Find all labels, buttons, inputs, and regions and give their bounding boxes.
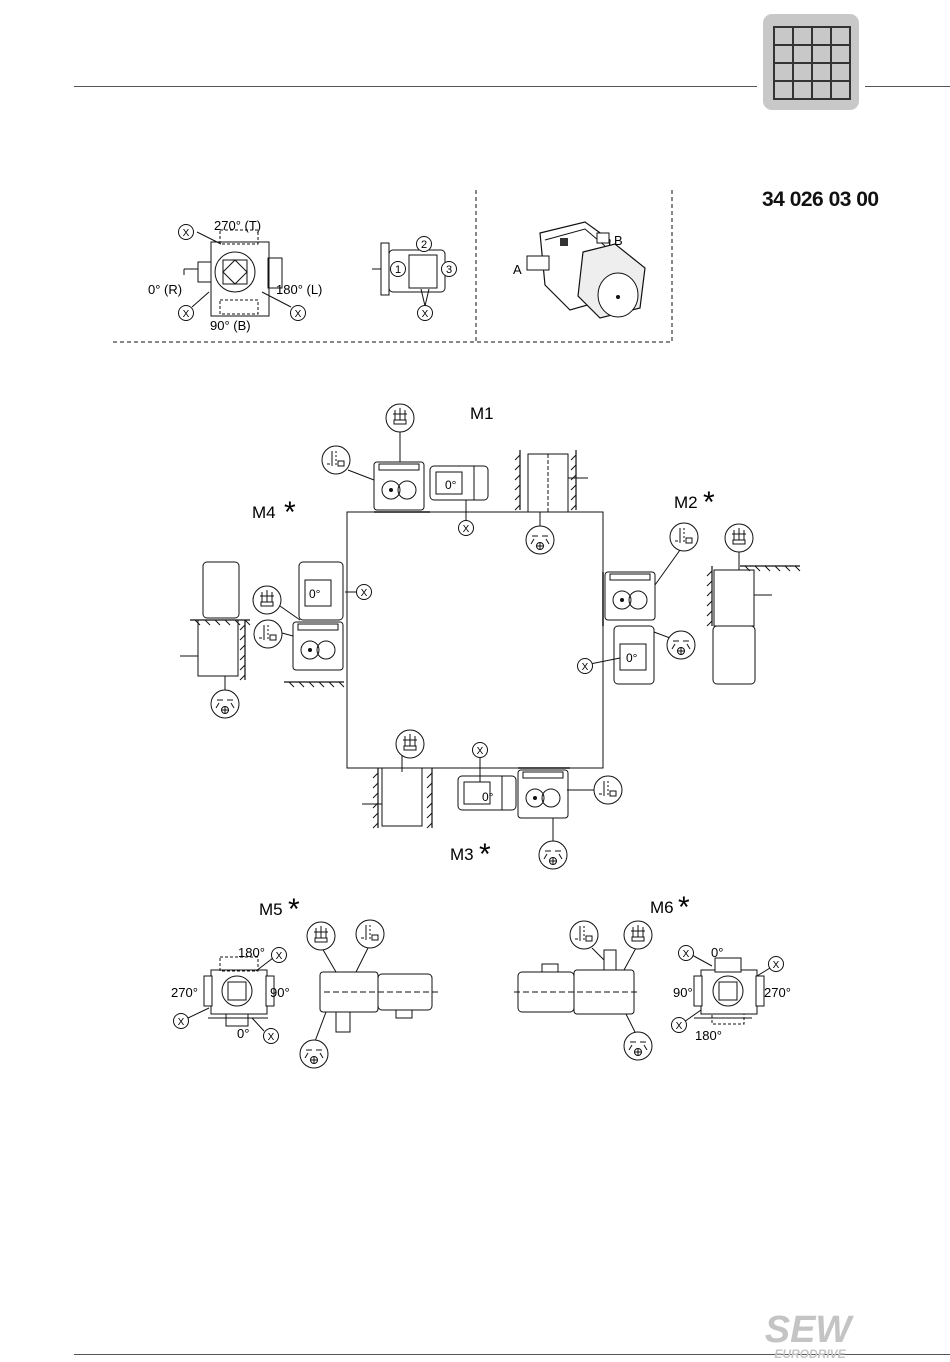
m5-star: * bbox=[288, 893, 300, 926]
legend-left-label: 0° (R) bbox=[148, 282, 182, 297]
shaft-end-a: A bbox=[513, 262, 522, 277]
shaft-end-b: B bbox=[614, 233, 623, 248]
m6-angle-right: 270° bbox=[764, 985, 791, 1000]
m6-star: * bbox=[678, 891, 690, 924]
sew-eurodrive-logo: SEW EURODRIVE bbox=[756, 1308, 860, 1362]
m2-side-view bbox=[707, 524, 800, 684]
m2-star: * bbox=[703, 486, 715, 519]
m5-angle-left: 270° bbox=[171, 985, 198, 1000]
m3-angle: 0° bbox=[482, 790, 494, 804]
m3-star: * bbox=[479, 838, 491, 871]
m4-star: * bbox=[284, 496, 296, 529]
m5-angle-right: 90° bbox=[270, 985, 290, 1000]
mounting-reference-square bbox=[347, 512, 603, 768]
m5-angle-bottom: 0° bbox=[237, 1026, 249, 1041]
m3-label: M3 bbox=[450, 845, 474, 864]
m6-angle-bottom: 180° bbox=[695, 1028, 722, 1043]
m2-angle: 0° bbox=[626, 651, 638, 665]
m6-angle-left: 90° bbox=[673, 985, 693, 1000]
m5-angle-top: 180° bbox=[238, 945, 265, 960]
logo-text-eurodrive: EURODRIVE bbox=[774, 1347, 846, 1361]
legend-right-label: 180° (L) bbox=[276, 282, 322, 297]
legend-circle-2: 2 bbox=[421, 239, 427, 251]
legend-top-label: 270° (T) bbox=[214, 218, 261, 233]
m5-label: M5 bbox=[259, 900, 283, 919]
m2-label: M2 bbox=[674, 493, 698, 512]
m6-angle-top: 0° bbox=[711, 945, 723, 960]
m6-label: M6 bbox=[650, 898, 674, 917]
legend-circle-1: 1 bbox=[395, 264, 401, 276]
m5-side-view bbox=[300, 920, 440, 1068]
legend-side-diagram bbox=[372, 237, 457, 321]
m1-angle: 0° bbox=[445, 478, 457, 492]
m1-label: M1 bbox=[470, 404, 494, 423]
gearmotor-3d-illustration bbox=[527, 222, 645, 318]
legend-position-diagram bbox=[179, 225, 306, 321]
m4-side-view bbox=[180, 562, 250, 718]
legend-circle-3: 3 bbox=[446, 264, 452, 276]
m4-angle: 0° bbox=[309, 587, 321, 601]
m6-side-view bbox=[514, 921, 652, 1060]
legend-bottom-label: 90° (B) bbox=[210, 318, 251, 333]
logo-text-sew: SEW bbox=[765, 1309, 855, 1351]
m4-label: M4 bbox=[252, 503, 276, 522]
